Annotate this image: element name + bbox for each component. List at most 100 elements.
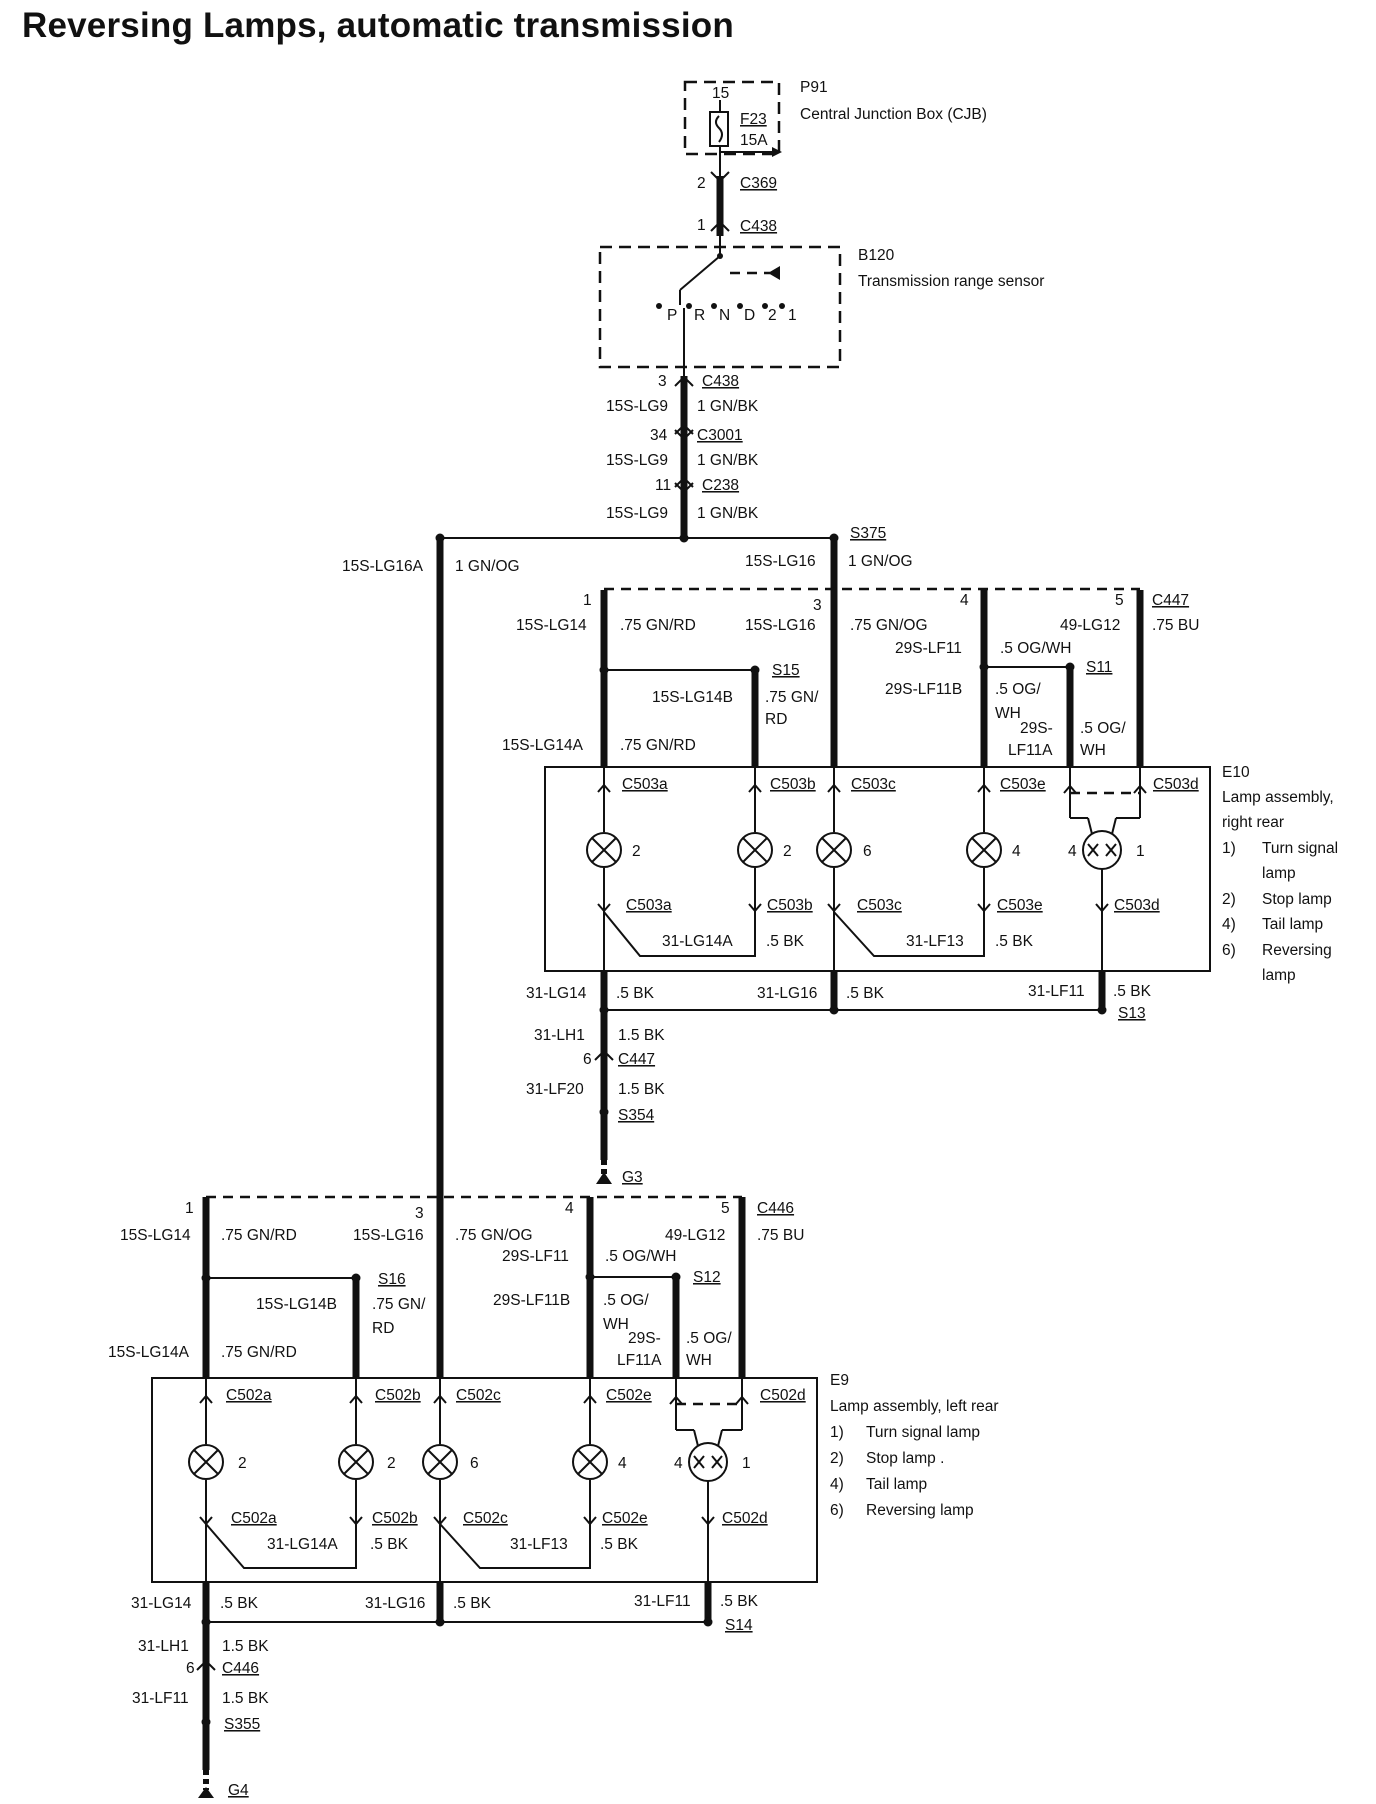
e10-legend-l1b: lamp: [1262, 865, 1296, 882]
rr-conn-bot-c: C503c: [857, 897, 902, 914]
lr-s12-circuit-a1: 29S-: [628, 1330, 661, 1347]
rr-s15-wire-b1: .75 GN/: [765, 689, 819, 706]
c438-top-label: C438: [740, 218, 777, 235]
e10-legend-l1a: Turn signal: [1262, 840, 1338, 857]
rr-lamp-num-4: 4: [1012, 843, 1021, 860]
fuse-rating: 15A: [740, 132, 768, 149]
lr-conn-top-d: C502d: [760, 1387, 806, 1404]
trunk-connector-c3001: 34 C3001 15S-LG9 1 GN/BK: [606, 423, 759, 469]
lr-lamp-num-5: 4: [674, 1455, 683, 1472]
rr-pin-3: 3: [813, 597, 822, 614]
rr-conn-top-a: C503a: [622, 776, 668, 793]
lr-chain-circuit-2: 31-LF11: [132, 1690, 189, 1707]
e9-legend-n4: 4): [830, 1476, 844, 1493]
b120-id: B120: [858, 247, 895, 264]
lr-s12-circuit-b: 29S-LF11B: [493, 1292, 570, 1309]
rr-circuit-4: 29S-LF11: [895, 640, 962, 657]
rr-splice-s11: S11: [1086, 659, 1112, 676]
b120-pos-1: 1: [788, 307, 797, 324]
lr-inner-wire-1: .5 BK: [370, 1536, 409, 1553]
c438-top-pin: 1: [697, 217, 706, 234]
e10-lamp-assembly-box: [544, 766, 1211, 972]
lr-chain-circuit-1: 31-LH1: [138, 1638, 189, 1655]
b120-pos-d: D: [744, 307, 755, 324]
lr-conn-bot-b: C502b: [372, 1510, 418, 1527]
lr-chain-wire-2: 1.5 BK: [222, 1690, 269, 1707]
rr-conn-bot-e: C503e: [997, 897, 1043, 914]
connector-c438-top: 1 C438: [697, 217, 777, 235]
lr-chain-wire-1: 1.5 BK: [222, 1638, 269, 1655]
rr-inner-wire-2: .5 BK: [995, 933, 1034, 950]
e10-name-1: Lamp assembly,: [1222, 789, 1334, 806]
p91-id: P91: [800, 79, 828, 96]
rr-wire-4: .5 OG/WH: [1000, 640, 1071, 657]
rr-inner-circuit-1: 31-LG14A: [662, 933, 733, 950]
lr-gnd-circuit-2: 31-LG16: [365, 1595, 425, 1612]
lr-s12-wire-b1: .5 OG/: [603, 1292, 649, 1309]
e10-name-2: right rear: [1222, 814, 1284, 831]
b120-pos-2: 2: [768, 307, 777, 324]
rr-conn-bot-b: C503b: [767, 897, 813, 914]
page-title: Reversing Lamps, automatic transmission: [22, 6, 734, 45]
e10-legend-n6: 6): [1222, 942, 1236, 959]
lr-inner-circuit-2: 31-LF13: [510, 1536, 568, 1553]
e9-legend: 1) Turn signal lamp 2) Stop lamp . 4) Ta…: [830, 1424, 980, 1519]
rr-lamp-num-3: 6: [863, 843, 872, 860]
e10-legend-n4: 4): [1222, 916, 1236, 933]
trunk-connector-c238: 11 C238 15S-LG9 1 GN/BK: [606, 476, 759, 522]
e10-legend-l4: Tail lamp: [1262, 916, 1323, 933]
trunk-conn-c238: C238: [702, 477, 739, 494]
lr-lamp-num-1: 2: [238, 1455, 247, 1472]
lr-pin-1: 1: [185, 1200, 194, 1217]
p91-pin: 15: [712, 85, 729, 102]
lr-inner-circuit-1: 31-LG14A: [267, 1536, 338, 1553]
c369-label: C369: [740, 175, 777, 192]
lr-pin-4: 4: [565, 1200, 574, 1217]
lr-s12-wire-b2: WH: [603, 1316, 629, 1333]
rr-chain-conn-c447: C447: [618, 1051, 655, 1068]
lr-gnd-wire-2: .5 BK: [453, 1595, 492, 1612]
rr-conn-top-e: C503e: [1000, 776, 1046, 793]
trunk-connector-c438: 3 C438 15S-LG9 1 GN/BK: [606, 373, 759, 415]
lr-s16-wire-a: .75 GN/RD: [221, 1344, 297, 1361]
lr-pin-3: 3: [415, 1205, 424, 1222]
trunk-circuit-3: 15S-LG9: [606, 505, 668, 522]
e10-internal: [586, 767, 1147, 1000]
e10-id: E10: [1222, 764, 1250, 781]
rr-gnd-circuit-2: 31-LG16: [757, 985, 817, 1002]
lr-wire-4: .5 OG/WH: [605, 1248, 676, 1265]
branch-right-wire: 1 GN/OG: [848, 553, 913, 570]
rr-s11-wire-b2: WH: [995, 705, 1021, 722]
lr-conn-top-e: C502e: [606, 1387, 652, 1404]
e9-legend-l2: Stop lamp .: [866, 1450, 944, 1467]
lr-splice-s12: S12: [693, 1269, 721, 1286]
lr-circuit-4: 29S-LF11: [502, 1248, 569, 1265]
e9-legend-l6: Reversing lamp: [866, 1502, 974, 1519]
e9-internal: [188, 1378, 749, 1612]
rr-circuit-1: 15S-LG14: [516, 617, 587, 634]
lr-chain-conn-c446: C446: [222, 1660, 259, 1677]
rr-header-connector: C447: [1152, 592, 1189, 609]
lr-gnd-circuit-3: 31-LF11: [634, 1593, 691, 1610]
trunk-wire-1: 1 GN/BK: [697, 398, 759, 415]
trunk-circuit-2: 15S-LG9: [606, 452, 668, 469]
rr-wire-3: .75 GN/OG: [850, 617, 928, 634]
lr-s12-wire-a1: .5 OG/: [686, 1330, 732, 1347]
c369-pin: 2: [697, 175, 706, 192]
lr-s12-circuit-a2: LF11A: [617, 1352, 662, 1369]
rr-chain-circuit-2: 31-LF20: [526, 1081, 584, 1098]
b120-transmission-range-sensor: P R N D 2 1 B120 Transmission range sens…: [598, 236, 1044, 376]
e9-legend-l4: Tail lamp: [866, 1476, 927, 1493]
lr-s16-circuit-b: 15S-LG14B: [256, 1296, 337, 1313]
lr-lamp-num-3: 6: [470, 1455, 479, 1472]
rr-conn-top-d: C503d: [1153, 776, 1199, 793]
rr-inner-wire-1: .5 BK: [766, 933, 805, 950]
p91-central-junction-box: 15 F23 15A P91 Central Junction Box (CJB…: [683, 79, 987, 176]
trunk-conn-c438: C438: [702, 373, 739, 390]
rr-s11-wire-a1: .5 OG/: [1080, 720, 1126, 737]
lr-s16-wire-b1: .75 GN/: [372, 1296, 426, 1313]
right-rear-section: 1 15S-LG14 .75 GN/RD 3 15S-LG16 .75 GN/O…: [502, 538, 1338, 1186]
rr-conn-bot-d: C503d: [1114, 897, 1160, 914]
e9-id: E9: [830, 1372, 849, 1389]
lr-s12-wire-a2: WH: [686, 1352, 712, 1369]
